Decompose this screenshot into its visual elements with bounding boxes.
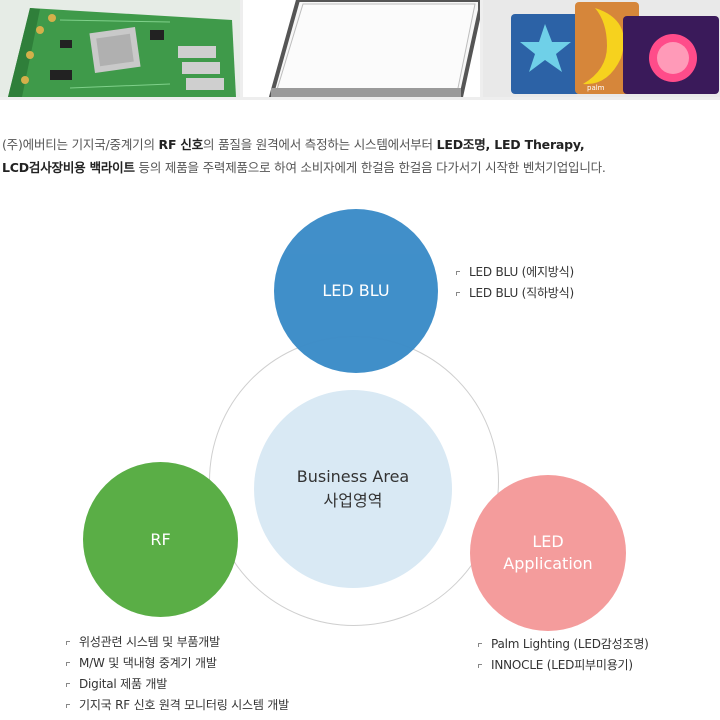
led-application-label-line1: LED — [532, 532, 564, 551]
led-application-item: Palm Lighting (LED감성조명) — [476, 634, 649, 655]
photo-strip: palm — [0, 0, 720, 100]
led-lamps-photo: palm — [483, 0, 720, 97]
rf-item: Digital 제품 개발 — [64, 674, 289, 695]
intro-highlight: RF 신호 — [158, 137, 204, 152]
intro-text: 의 품질을 원격에서 측정하는 시스템에서부터 — [203, 137, 437, 152]
rf-item: 위성관련 시스템 및 부품개발 — [64, 632, 289, 653]
business-area-circle: Business Area 사업영역 — [254, 390, 452, 588]
led-panel-photo — [243, 0, 480, 97]
business-area-subtitle: 사업영역 — [323, 491, 383, 510]
rf-circle: RF — [83, 462, 238, 617]
business-area-diagram: Business Area 사업영역 LED BLU RF LED Applic… — [0, 190, 720, 720]
led-application-list: Palm Lighting (LED감성조명)INNOCLE (LED피부미용기… — [476, 634, 649, 676]
rf-label: RF — [150, 529, 171, 549]
led-blu-list: LED BLU (에지방식)LED BLU (직하방식) — [454, 262, 574, 304]
intro-text: 등의 제품을 주력제품으로 하여 소비자에게 한걸음 한걸음 다가서기 시작한 … — [134, 160, 606, 175]
intro-text: (주)에버티는 기지국/중계기의 — [2, 137, 159, 152]
led-blu-item: LED BLU (에지방식) — [454, 262, 574, 283]
rf-item: M/W 및 댁내형 중계기 개발 — [64, 653, 289, 674]
intro-highlight: LCD검사장비용 백라이트 — [2, 160, 135, 175]
led-application-label-line2: Application — [503, 554, 593, 573]
led-blu-label: LED BLU — [322, 281, 390, 300]
led-application-item: INNOCLE (LED피부미용기) — [476, 655, 649, 676]
business-area-title: Business Area — [296, 467, 410, 486]
led-blu-circle: LED BLU — [274, 209, 438, 373]
lamp-box-text: palm — [587, 84, 605, 92]
rf-item: 기지국 RF 신호 원격 모니터링 시스템 개발 — [64, 695, 289, 716]
intro-highlight: LED조명, LED Therapy, — [436, 137, 585, 152]
company-intro-text: (주)에버티는 기지국/중계기의 RF 신호의 품질을 원격에서 측정하는 시스… — [2, 133, 718, 179]
led-blu-item: LED BLU (직하방식) — [454, 283, 574, 304]
circuit-board-photo — [0, 0, 240, 97]
led-application-circle: LED Application — [470, 475, 626, 631]
